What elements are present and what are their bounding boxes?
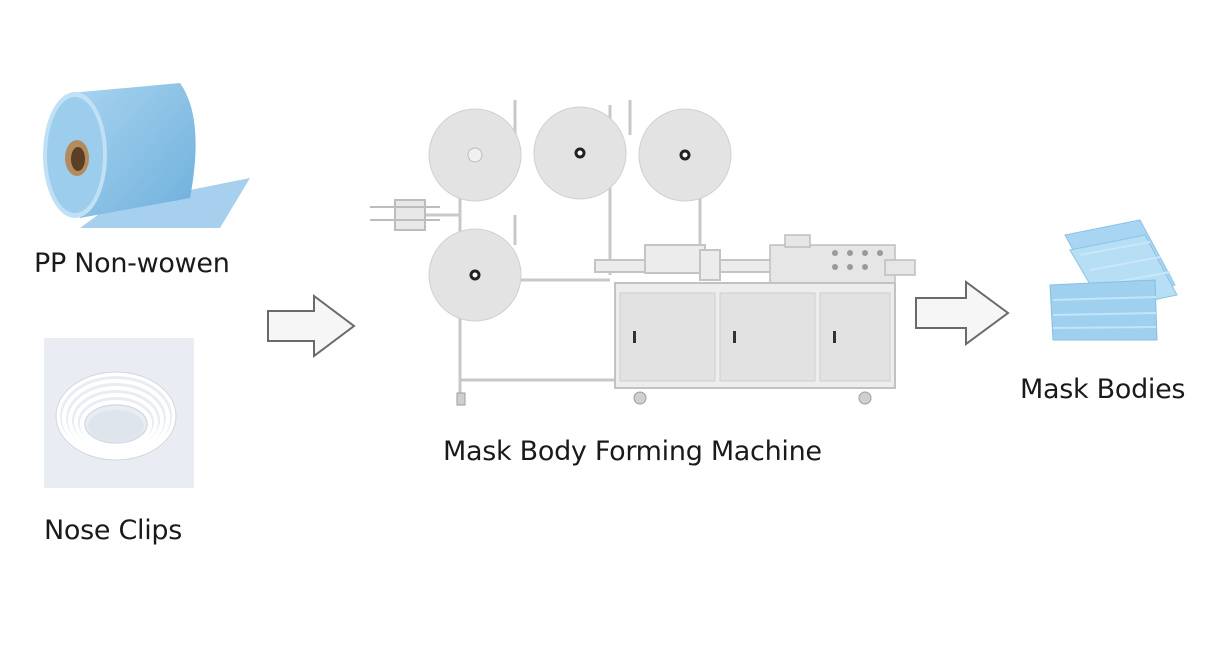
pp-nonwoven-roll-image [20,78,255,228]
flow-arrow-icon [266,294,358,358]
pp-nonwoven-label: PP Non-wowen [34,248,230,279]
nose-clips-label: Nose Clips [44,515,183,546]
mask-body-forming-machine-label: Mask Body Forming Machine [443,436,822,467]
mask-body-forming-machine-image [365,95,925,415]
mask-bodies-label: Mask Bodies [1020,374,1186,405]
mask-bodies-image [1045,215,1185,345]
nose-clips-image [44,338,194,488]
flow-arrow-icon [914,280,1012,346]
